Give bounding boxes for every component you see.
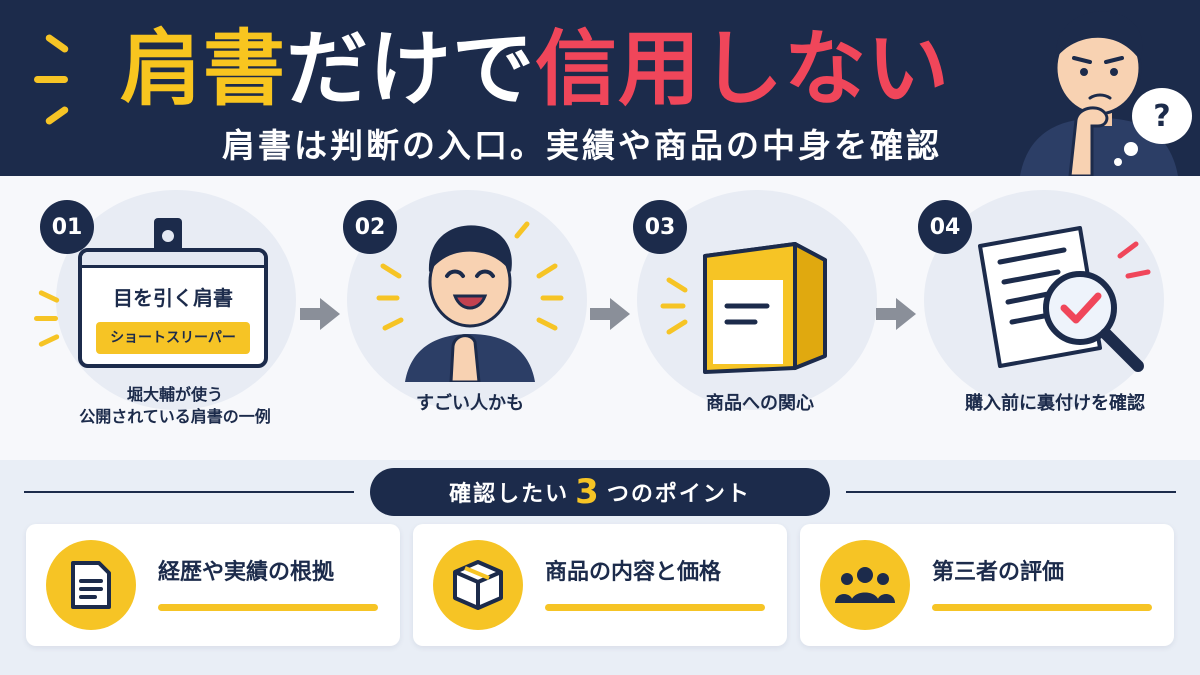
points-heading-text: 確認したい	[449, 482, 570, 507]
points-heading-number: 3	[575, 472, 601, 512]
bubble-dot	[1124, 142, 1138, 156]
box-icon	[433, 540, 523, 630]
step-caption: 購入前に裏付けを確認	[965, 393, 1145, 414]
divider-line	[24, 491, 354, 493]
step-01: 01 目を引く肩書 ショートスリーパー 堀大輔が使う 公開されている肩書の一例	[30, 176, 320, 460]
divider-line	[846, 491, 1176, 493]
arrow-right-icon	[590, 298, 630, 330]
excited-person-illustration	[376, 221, 564, 382]
step-number-badge: 01	[40, 200, 94, 254]
accent-dash	[44, 105, 70, 126]
points-heading-text: つのポイント	[606, 482, 751, 507]
step-number-badge: 04	[918, 200, 972, 254]
accent-dash	[34, 76, 68, 83]
page-subtitle: 肩書は判断の入口。実績や商品の中身を確認	[222, 126, 942, 165]
arrow-right-icon	[300, 298, 340, 330]
step-02: 02 すごい人かも	[325, 176, 615, 460]
title-middle: だけで	[286, 22, 536, 117]
card-underline	[545, 604, 765, 611]
people-icon	[820, 540, 910, 630]
step-caption: 堀大輔が使う 公開されている肩書の一例	[30, 384, 320, 428]
points-heading: 確認したい 3 つのポイント	[370, 468, 830, 516]
bubble-dot	[1114, 158, 1122, 166]
step-03: 03 商品への関心	[615, 176, 905, 460]
name-badge-card: 目を引く肩書 ショートスリーパー	[78, 248, 268, 368]
header-banner: 肩書だけで信用しない 肩書は判断の入口。実績や商品の中身を確認	[0, 0, 1200, 176]
point-card-label: 経歴や実績の根拠	[158, 560, 335, 585]
document-icon	[46, 540, 136, 630]
product-box-illustration	[660, 242, 827, 374]
spark-icon	[34, 316, 58, 321]
question-mark: ?	[1153, 98, 1171, 134]
badge-label: ショートスリーパー	[96, 322, 250, 354]
title-keyword: 肩書	[120, 22, 287, 117]
point-card: 第三者の評価	[800, 524, 1174, 646]
thinking-man-illustration	[1020, 11, 1178, 176]
point-card: 経歴や実績の根拠	[26, 524, 400, 646]
spark-icon	[37, 333, 61, 348]
arrow-right-icon	[876, 298, 916, 330]
step-caption: 商品への関心	[706, 393, 814, 414]
step-caption-line: 公開されている肩書の一例	[79, 407, 271, 426]
badge-header-strip	[82, 252, 264, 268]
step-number-badge: 03	[633, 200, 687, 254]
accent-dash	[44, 33, 70, 54]
document-magnifier-illustration	[978, 226, 1151, 372]
card-underline	[158, 604, 378, 611]
badge-title: 目を引く肩書	[113, 286, 233, 310]
step-number-badge: 02	[343, 200, 397, 254]
point-card-label: 第三者の評価	[932, 560, 1065, 585]
step-caption-line: 堀大輔が使う	[126, 385, 223, 404]
page-title: 肩書だけで信用しない	[120, 22, 950, 118]
step-caption: すごい人かも	[416, 393, 524, 414]
points-section: 確認したい 3 つのポイント 経歴や実績の根拠 商品の内容と価格	[0, 460, 1200, 675]
step-04: 04 購入前に裏付けを確認	[900, 176, 1190, 460]
steps-section: 01 目を引く肩書 ショートスリーパー 堀大輔が使う 公開されている肩書の一例 …	[0, 176, 1200, 460]
point-card: 商品の内容と価格	[413, 524, 787, 646]
title-emphasis: 信用しない	[535, 22, 951, 117]
point-card-label: 商品の内容と価格	[545, 560, 722, 585]
question-bubble: ?	[1132, 88, 1192, 144]
card-underline	[932, 604, 1152, 611]
